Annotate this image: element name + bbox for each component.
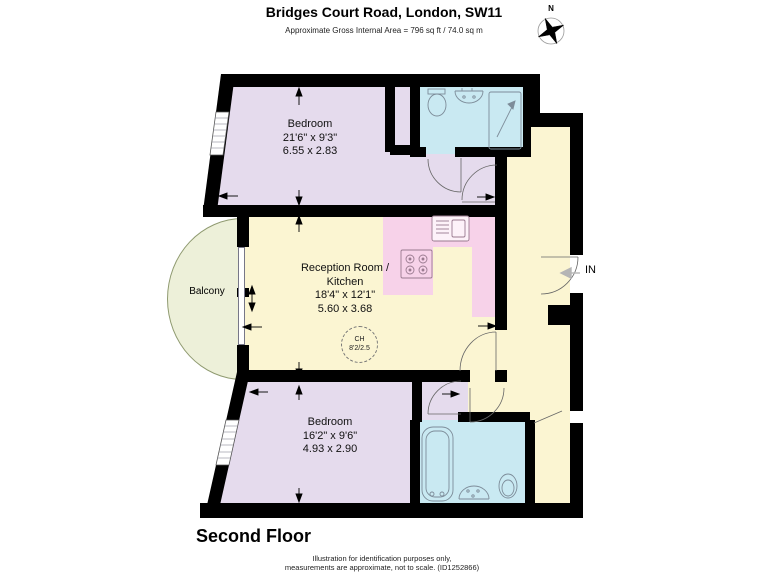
wall (570, 423, 583, 505)
wall (410, 420, 420, 505)
wall-duct (548, 305, 583, 325)
balcony-door-window (238, 247, 245, 345)
room-right-corridor (500, 125, 570, 385)
disclaimer-line-2: measurements are approximate, not to sca… (284, 563, 480, 572)
wall (523, 117, 531, 157)
ceiling-height-badge: CH 8'2/2.5 (341, 326, 378, 363)
wall (458, 412, 530, 422)
disclaimer-line-1: Illustration for identification purposes… (312, 554, 452, 563)
wall (570, 127, 583, 255)
floor-title: Second Floor (196, 526, 312, 546)
wall (410, 86, 420, 155)
wall (525, 420, 535, 503)
kitchen-counter-top (383, 213, 500, 247)
wall (495, 150, 507, 330)
room-bathroom-top (416, 86, 523, 154)
wall (570, 325, 583, 411)
wall (221, 74, 540, 87)
wall (570, 293, 583, 307)
wall (200, 503, 583, 518)
label-entrance-in: IN (585, 264, 596, 276)
wall (390, 145, 420, 155)
label-bedroom-bottom: Bedroom 16'2" x 9'6" 4.93 x 2.90 (302, 416, 358, 455)
wall (412, 380, 422, 422)
wall (237, 205, 249, 247)
label-reception: Reception Room / Kitchen 18'4" x 12'1" 5… (300, 262, 390, 315)
label-bedroom-top: Bedroom 21'6" x 9'3" 6.55 x 2.83 (282, 118, 338, 157)
area-subtitle: Approximate Gross Internal Area = 796 sq… (285, 26, 483, 35)
room-bathroom-bottom (418, 420, 530, 505)
page-title: Bridges Court Road, London, SW11 (265, 4, 503, 20)
wall (455, 147, 525, 157)
wall (523, 74, 540, 117)
wall (495, 370, 507, 382)
wall (203, 205, 503, 217)
wall (385, 80, 395, 152)
wall (237, 370, 470, 382)
label-balcony: Balcony (189, 286, 225, 297)
wall (523, 113, 583, 127)
wall (237, 345, 249, 378)
wall (410, 147, 426, 157)
compass-north-label: N (548, 4, 554, 13)
